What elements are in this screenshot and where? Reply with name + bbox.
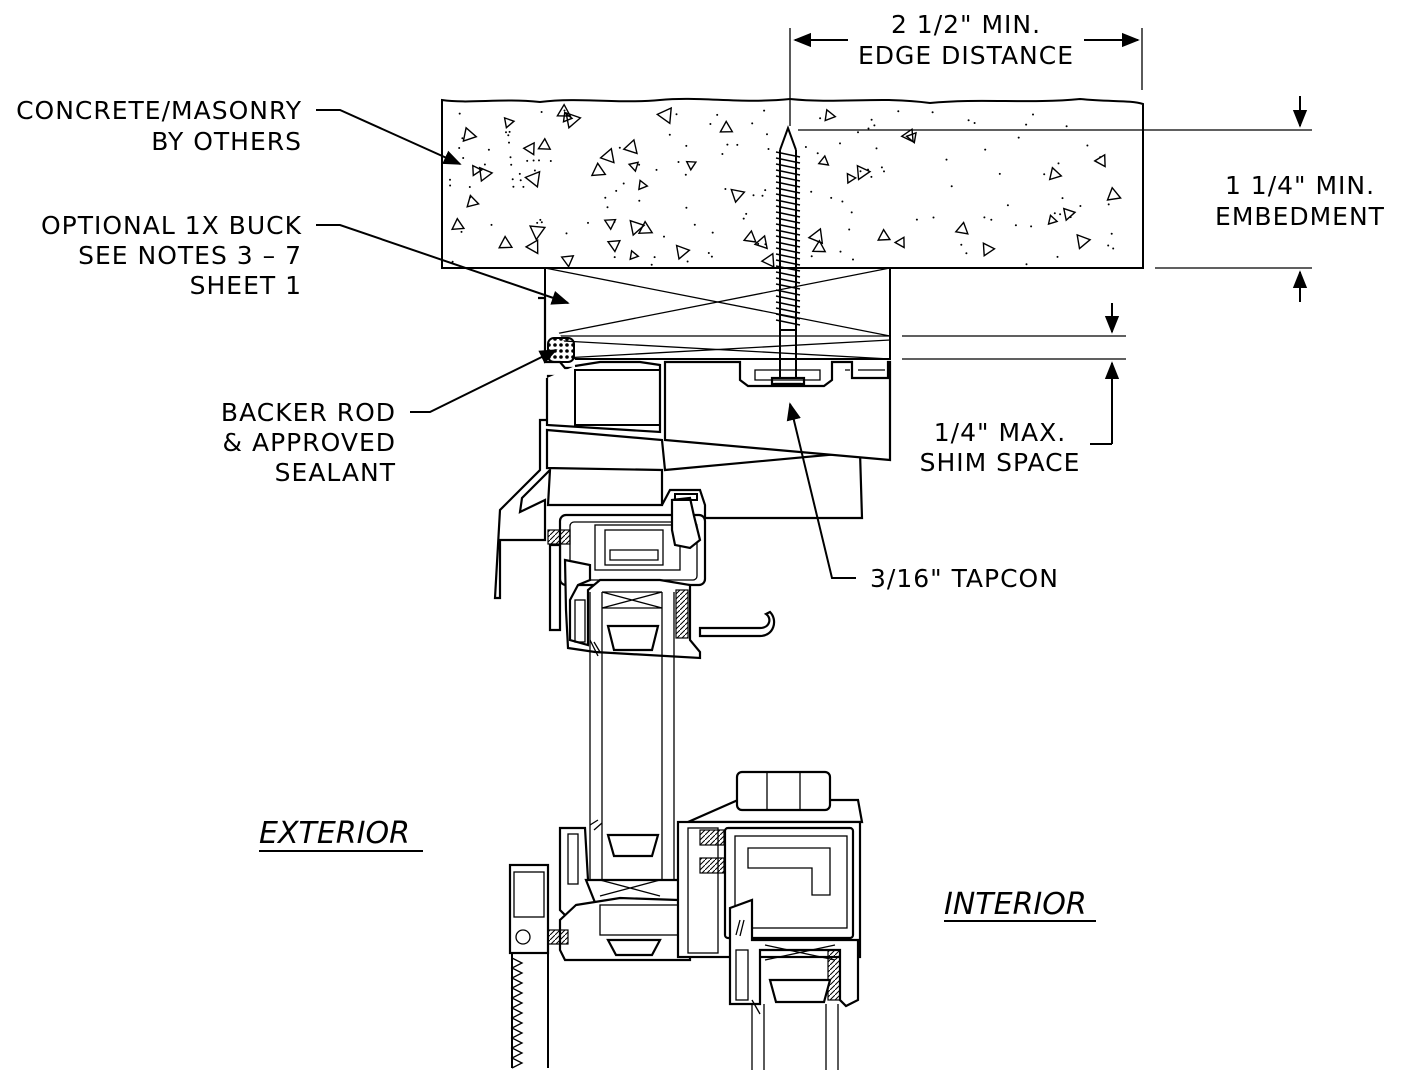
backer-line1: BACKER ROD	[221, 398, 396, 427]
concrete-label: CONCRETE/MASONRY BY OTHERS	[16, 96, 302, 156]
backer-line2: & APPROVED	[223, 428, 396, 457]
shim-line2: SHIM SPACE	[920, 448, 1081, 477]
embedment-dimension	[798, 96, 1312, 302]
meeting-rail-profile	[508, 740, 864, 1070]
glass-pane-upper	[589, 591, 675, 740]
tapcon-screw	[770, 125, 806, 400]
shim-line1: 1/4" MAX.	[934, 418, 1066, 447]
embedment-label: 1 1/4" MIN. EMBEDMENT	[1215, 171, 1385, 231]
backer-rod-label: BACKER ROD & APPROVED SEALANT	[221, 398, 396, 487]
concrete-line2: BY OTHERS	[151, 127, 302, 156]
edge-distance-line1: 2 1/2" MIN.	[891, 10, 1041, 39]
head-frame-profile	[493, 296, 892, 740]
shim-space-label: 1/4" MAX. SHIM SPACE	[920, 418, 1081, 477]
concrete-substrate	[441, 97, 1144, 269]
edge-distance-line2: EDGE DISTANCE	[858, 41, 1074, 70]
buck-line3: SHEET 1	[190, 271, 302, 300]
interior-label: INTERIOR	[944, 887, 1096, 922]
concrete-line1: CONCRETE/MASONRY	[16, 96, 302, 125]
wood-buck	[544, 267, 891, 360]
backer-rod	[547, 337, 575, 363]
buck-label: OPTIONAL 1X BUCK SEE NOTES 3 – 7 SHEET 1	[41, 211, 302, 300]
backer-line3: SEALANT	[275, 458, 396, 487]
interior-text: INTERIOR	[944, 887, 1087, 922]
tapcon-label: 3/16" TAPCON	[870, 564, 1059, 593]
embedment-line1: 1 1/4" MIN.	[1225, 171, 1375, 200]
buck-line2: SEE NOTES 3 – 7	[78, 241, 302, 270]
edge-distance-label: 2 1/2" MIN. EDGE DISTANCE	[858, 10, 1074, 70]
leader-lines	[316, 109, 856, 579]
edge-distance-dimension	[789, 28, 1143, 126]
exterior-text: EXTERIOR	[259, 816, 410, 851]
shim-space-dimension	[902, 303, 1126, 445]
exterior-label: EXTERIOR	[259, 816, 423, 852]
aggregate-fill	[449, 103, 1122, 269]
buck-line1: OPTIONAL 1X BUCK	[41, 211, 302, 240]
embedment-line2: EMBEDMENT	[1215, 202, 1385, 231]
